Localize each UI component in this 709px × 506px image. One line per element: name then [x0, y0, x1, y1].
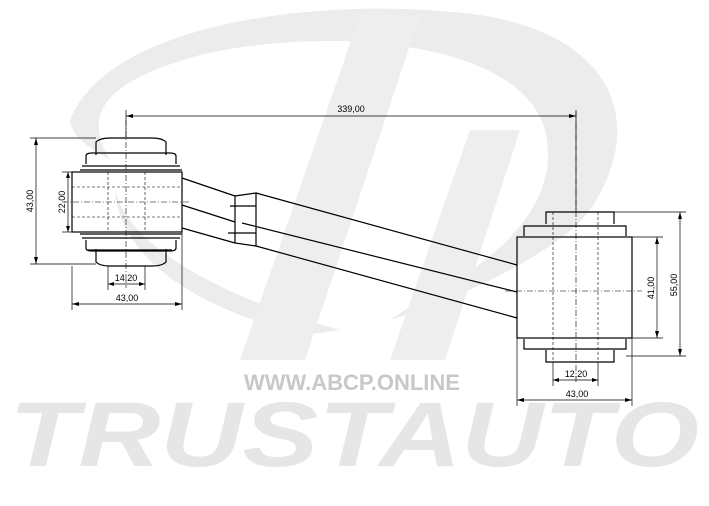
dim-right-inner-width: 12,20: [565, 369, 588, 379]
right-bushing: [516, 211, 633, 363]
dim-left-bore: 22,00: [57, 191, 67, 214]
dim-left-height-outer: 43,00: [25, 190, 35, 213]
dimension-lines: [30, 110, 686, 406]
dimension-arrows: [34, 114, 682, 402]
left-centerlines: [62, 120, 190, 288]
watermark-brand: TRUSTAUTO: [9, 384, 699, 486]
right-bore-hidden: [552, 212, 599, 362]
watermark-url: WWW.ABCP.ONLINE: [244, 370, 460, 395]
watermark-logo: [70, 8, 618, 360]
dim-right-height-outer: 55,00: [669, 274, 679, 297]
dim-right-outer-width: 43,00: [566, 389, 589, 399]
dim-left-inner-width: 14,20: [115, 273, 138, 283]
rod: [181, 177, 518, 319]
left-bushing: [71, 137, 183, 267]
dim-left-outer-width: 43,00: [116, 293, 139, 303]
left-bore-hidden: [72, 172, 182, 232]
dim-right-height-inner: 41,00: [646, 277, 656, 300]
dim-overall-length: 339,00: [337, 104, 365, 114]
